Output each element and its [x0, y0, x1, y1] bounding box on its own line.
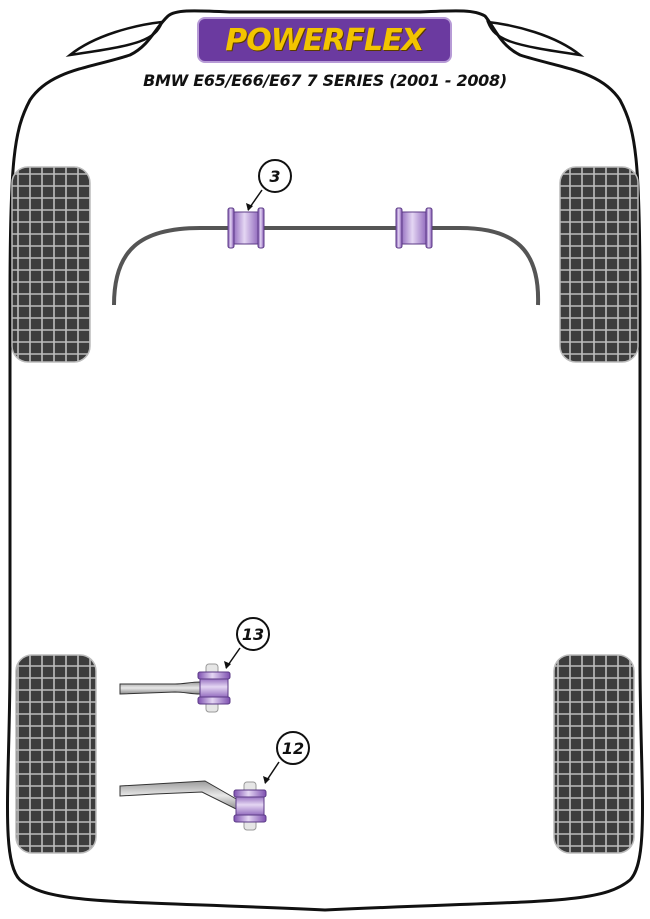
anti-roll-bar-bush-left-icon — [227, 207, 265, 249]
anti-roll-bar-bush-right-icon — [395, 207, 433, 249]
right-mirror-icon — [486, 20, 585, 57]
brand-name: POWERFLEX — [225, 22, 424, 58]
tyre-rear-right-icon — [553, 654, 635, 854]
anti-roll-bar — [112, 226, 541, 306]
callout-3: 3 — [258, 159, 292, 193]
callout-13: 13 — [236, 617, 270, 651]
tyre-rear-left-icon — [15, 654, 97, 854]
page-title: BMW E65/E66/E67 7 SERIES (2001 - 2008) — [143, 71, 507, 90]
rear-upper-arm — [119, 681, 201, 695]
callout-number: 13 — [241, 624, 265, 644]
rear-lower-arm — [119, 780, 239, 811]
car-body-outline — [6, 9, 644, 912]
left-mirror-icon — [65, 20, 164, 57]
rear-upper-arm-bush-icon — [197, 663, 231, 713]
tyre-front-right-icon — [559, 166, 639, 363]
callout-number: 12 — [281, 738, 305, 758]
tyre-front-left-icon — [11, 166, 91, 363]
callout-number: 3 — [269, 166, 281, 186]
callout-12: 12 — [276, 731, 310, 765]
rear-lower-arm-bush-icon — [233, 781, 267, 831]
powerflex-logo: POWERFLEX — [197, 17, 452, 63]
